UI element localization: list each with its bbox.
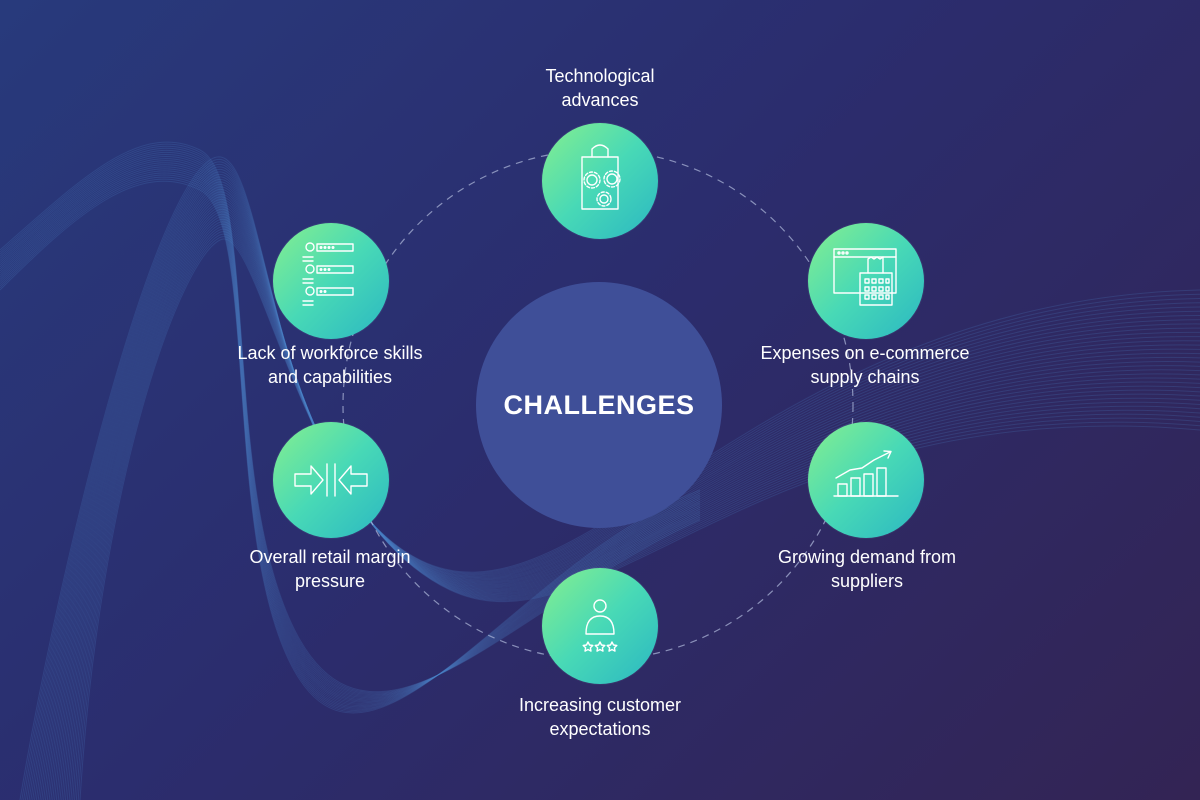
node-growing-demand	[808, 422, 924, 538]
wave-line	[0, 178, 701, 713]
node-customer-expectations	[542, 568, 658, 684]
skills-list-icon	[302, 242, 354, 306]
growth-bar-chart-icon	[833, 450, 899, 497]
wave-line	[21, 159, 1200, 800]
wave-line	[26, 166, 1200, 800]
label-line: Overall retail margin	[249, 547, 411, 567]
wave-line	[28, 169, 1200, 800]
label-customer-expectations: Increasing customer expectations	[460, 693, 740, 741]
label-technological-advances: Technological advances	[460, 64, 740, 112]
pos-terminal-icon	[833, 248, 897, 306]
label-line: pressure	[294, 571, 366, 591]
node-ecommerce-expenses	[808, 223, 924, 339]
wave-line	[0, 174, 701, 710]
label-line: Technological	[545, 66, 655, 86]
wave-line	[39, 183, 1200, 800]
wave-line	[35, 178, 1200, 800]
compress-arrows-icon	[294, 463, 368, 497]
label-line: Growing demand from	[777, 547, 957, 567]
node-workforce-skills	[273, 223, 389, 339]
wave-line	[41, 186, 1200, 800]
wave-line	[59, 211, 1200, 800]
wave-line	[34, 176, 1200, 800]
label-line: expectations	[549, 719, 651, 739]
wave-line	[52, 201, 1200, 800]
node-margin-pressure	[273, 422, 389, 538]
label-growing-demand: Growing demand from suppliers	[727, 545, 1007, 593]
wave-line	[0, 168, 701, 706]
label-margin-pressure: Overall retail margin pressure	[190, 545, 470, 593]
wave-line	[23, 161, 1200, 800]
wave-line	[30, 171, 1200, 800]
wave-line	[0, 158, 701, 701]
wave-line	[32, 173, 1200, 800]
wave-line	[44, 191, 1200, 800]
wave-line	[0, 147, 701, 696]
label-line: Lack of workforce skills	[237, 343, 423, 363]
wave-line	[0, 172, 701, 709]
wave-line	[43, 188, 1200, 800]
wave-line	[0, 164, 701, 704]
wave-line	[0, 153, 701, 699]
center-circle: CHALLENGES	[476, 282, 722, 528]
label-workforce-skills: Lack of workforce skills and capabilitie…	[190, 341, 470, 389]
wave-line	[37, 181, 1200, 800]
wave-line	[46, 193, 1200, 800]
label-line: advances	[561, 90, 639, 110]
wave-line	[54, 203, 1200, 800]
wave-line	[0, 149, 701, 697]
wave-line	[57, 208, 1200, 800]
label-line: supply chains	[810, 367, 920, 387]
wave-line	[48, 196, 1200, 800]
wave-line	[0, 162, 701, 703]
wave-line	[61, 213, 1200, 800]
wave-line	[19, 156, 1200, 800]
label-ecommerce-expenses: Expenses on e-commerce supply chains	[725, 341, 1005, 389]
node-technological-advances	[542, 123, 658, 239]
wave-line	[0, 141, 701, 693]
wave-line	[50, 198, 1200, 800]
wave-line	[0, 180, 701, 714]
label-line: and capabilities	[267, 367, 393, 387]
wave-line	[0, 170, 701, 708]
center-title: CHALLENGES	[503, 389, 695, 420]
wave-line	[0, 156, 701, 700]
label-line: Increasing customer	[518, 695, 682, 715]
customer-rating-icon	[582, 599, 618, 652]
wave-line	[0, 166, 701, 705]
wave-line	[0, 143, 701, 693]
label-line: suppliers	[830, 571, 904, 591]
wave-line	[0, 145, 701, 694]
wave-line	[0, 176, 701, 712]
shopping-bag-gears-icon	[581, 144, 621, 210]
wave-line	[24, 164, 1200, 800]
label-line: Expenses on e-commerce	[760, 343, 970, 363]
wave-line	[0, 151, 701, 698]
wave-line	[55, 206, 1200, 800]
wave-line	[0, 160, 701, 702]
